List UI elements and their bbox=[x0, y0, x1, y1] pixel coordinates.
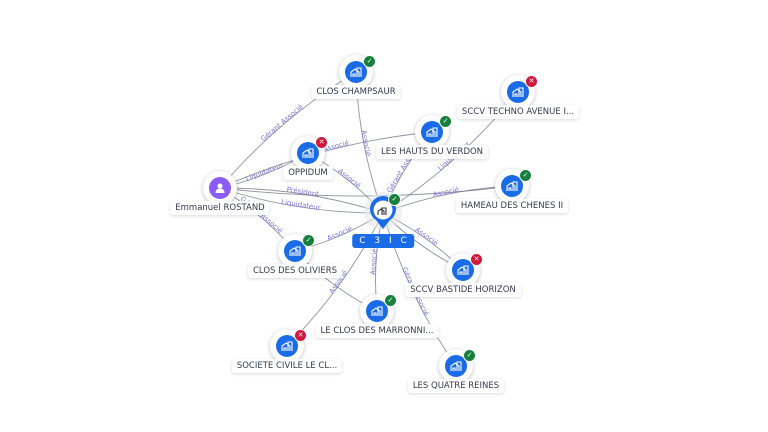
cross-icon: ✕ bbox=[470, 253, 483, 266]
node-label[interactable]: SCCV TECHNO AVENUE I... bbox=[456, 105, 580, 119]
check-icon: ✓ bbox=[463, 349, 476, 362]
building-icon bbox=[284, 240, 306, 262]
building-icon bbox=[421, 121, 443, 143]
building-icon bbox=[445, 355, 467, 377]
building-icon bbox=[345, 61, 367, 83]
node-circle[interactable] bbox=[203, 171, 237, 205]
node-label[interactable]: HAMEAU DES CHENES II bbox=[455, 199, 569, 213]
node-label[interactable]: SCCV BASTIDE HORIZON bbox=[405, 283, 521, 297]
edge-label: Associé bbox=[336, 167, 362, 190]
center-label[interactable]: C 3 I C bbox=[352, 234, 414, 248]
node-label[interactable]: OPPIDUM bbox=[283, 166, 333, 180]
edge-label: Gérant Associé bbox=[259, 103, 304, 143]
person-icon bbox=[209, 177, 231, 199]
edge bbox=[219, 71, 357, 189]
building-icon bbox=[297, 142, 319, 164]
edge-label: Président bbox=[286, 186, 320, 199]
edge-label: Associé bbox=[326, 225, 353, 243]
building-icon bbox=[452, 259, 474, 281]
node-label[interactable]: LES QUATRE REINES bbox=[407, 379, 505, 393]
building-icon bbox=[366, 300, 388, 322]
check-icon: ✓ bbox=[519, 169, 532, 182]
node-label[interactable]: LES HAUTS DU VERDON bbox=[375, 145, 489, 159]
cross-icon: ✕ bbox=[294, 329, 307, 342]
edge-label: Associé bbox=[413, 226, 439, 248]
node-label[interactable]: CLOS DES OLIVIERS bbox=[247, 264, 343, 278]
edge-label: Associé bbox=[432, 186, 460, 199]
building-icon bbox=[276, 335, 298, 357]
check-icon: ✓ bbox=[388, 193, 401, 206]
check-icon: ✓ bbox=[363, 55, 376, 68]
edge-label: Associé bbox=[369, 248, 379, 275]
check-icon: ✓ bbox=[384, 294, 397, 307]
check-icon: ✓ bbox=[439, 115, 452, 128]
check-icon: ✓ bbox=[302, 234, 315, 247]
edge-label: Liquidateur bbox=[245, 161, 285, 183]
building-icon bbox=[507, 81, 529, 103]
edge bbox=[219, 187, 384, 214]
node-circle[interactable] bbox=[291, 136, 325, 170]
cross-icon: ✕ bbox=[525, 75, 538, 88]
node-label[interactable]: LE CLOS DES MARRONNI... bbox=[315, 324, 439, 338]
building-icon bbox=[501, 175, 523, 197]
node-circle[interactable] bbox=[270, 329, 304, 363]
node-label[interactable]: Emmanuel ROSTAND bbox=[170, 201, 270, 215]
cross-icon: ✕ bbox=[315, 136, 328, 149]
edge-label: Associé bbox=[359, 129, 372, 157]
node-label[interactable]: SOCIETE CIVILE LE CL... bbox=[231, 359, 343, 373]
node-label[interactable]: CLOS CHAMPSAUR bbox=[311, 85, 401, 99]
edge-label: Liquidateur bbox=[281, 198, 322, 212]
